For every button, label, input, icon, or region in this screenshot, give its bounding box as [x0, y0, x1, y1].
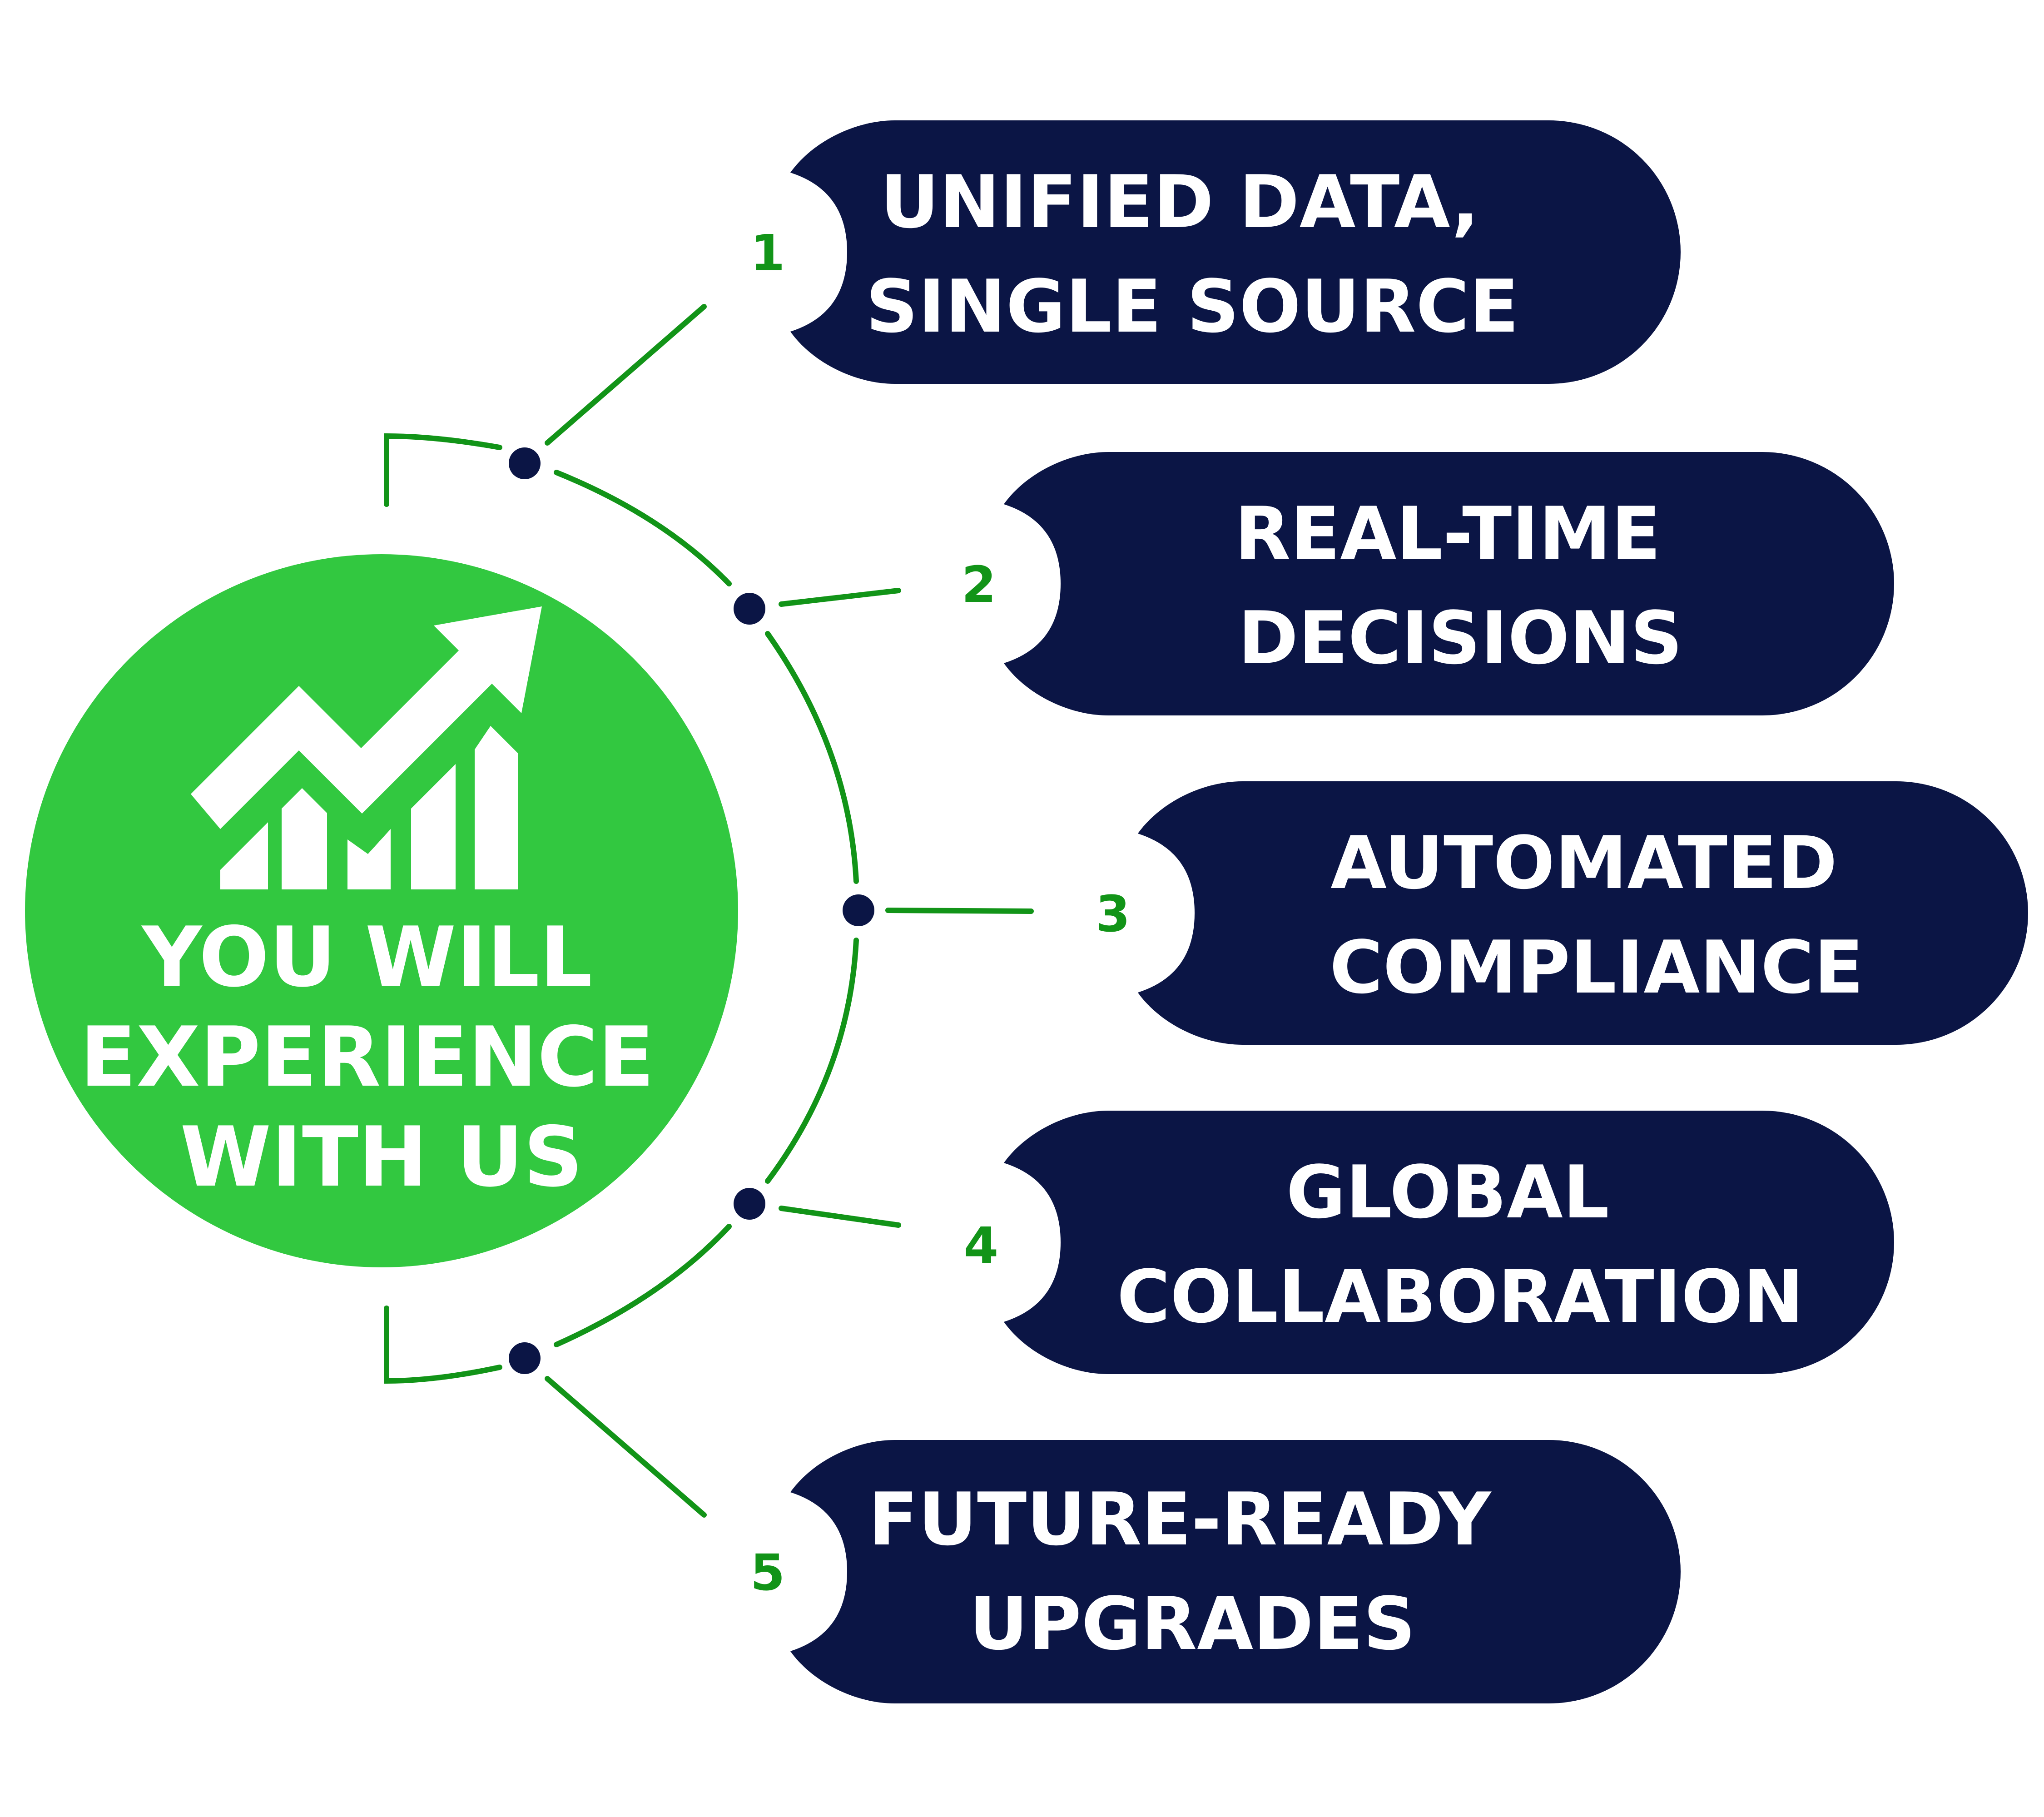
item-number: 1 — [750, 224, 785, 282]
arc-segment-1-2 — [554, 470, 732, 586]
item-label: UNIFIED DATA, SINGLE SOURCE — [866, 159, 1519, 349]
item-number: 5 — [750, 1544, 785, 1602]
arc-segment-4-5 — [554, 1224, 732, 1347]
dot-1 — [509, 447, 541, 479]
arc-segment-3-4 — [765, 938, 859, 1184]
item-number: 4 — [964, 1216, 999, 1275]
list-item: 5 FUTURE-READY UPGRADES — [750, 1440, 1681, 1703]
dot-4 — [734, 1188, 765, 1220]
item-label-line-2: DECISIONS — [1238, 596, 1683, 680]
dot-2 — [734, 593, 765, 625]
list-item: 4 GLOBAL COLLABORATION — [964, 1111, 1894, 1374]
connector-dots — [509, 447, 874, 1374]
item-label-line-1: UNIFIED DATA, — [880, 159, 1479, 244]
arc-top-bracket — [384, 433, 502, 507]
spoke-5 — [545, 1376, 707, 1518]
item-label-line-1: AUTOMATED — [1330, 820, 1837, 905]
center-title-line-2: EXPERIENCE — [80, 1009, 655, 1105]
list-item: 3 AUTOMATED COMPLIANCE — [1096, 781, 2028, 1045]
growth-chart-icon — [191, 606, 542, 889]
spoke-2 — [779, 588, 901, 607]
connector-spokes — [545, 304, 1034, 1518]
center-circle — [25, 554, 738, 1267]
item-label-line-2: COLLABORATION — [1117, 1254, 1804, 1339]
center-title-line-1: YOU WILL — [141, 909, 593, 1005]
item-label: FUTURE-READY UPGRADES — [868, 1477, 1516, 1666]
spoke-3 — [885, 908, 1034, 914]
spoke-1 — [545, 304, 707, 446]
item-pill — [1004, 452, 1894, 715]
item-label: REAL-TIME DECISIONS — [1235, 491, 1686, 680]
arc-segment-2-3 — [765, 631, 859, 884]
item-label-line-1: REAL-TIME — [1235, 491, 1661, 576]
item-pill — [790, 120, 1681, 384]
item-pill — [1138, 781, 2028, 1045]
list-item: 2 REAL-TIME DECISIONS — [962, 452, 1894, 715]
arc-bottom-bracket — [384, 1306, 502, 1384]
item-pill — [790, 1440, 1681, 1703]
list-item: 1 UNIFIED DATA, SINGLE SOURCE — [750, 120, 1681, 384]
dot-5 — [509, 1342, 541, 1374]
item-number: 3 — [1096, 885, 1131, 943]
item-label: AUTOMATED COMPLIANCE — [1330, 820, 1864, 1010]
center-title: YOU WILL EXPERIENCE WITH US — [80, 909, 683, 1205]
center-title-line-3: WITH US — [180, 1109, 583, 1205]
item-label-line-2: UPGRADES — [969, 1581, 1416, 1666]
dot-3 — [843, 894, 874, 926]
item-label-line-2: SINGLE SOURCE — [866, 264, 1519, 349]
spoke-4 — [779, 1206, 901, 1228]
item-label-line-1: GLOBAL — [1286, 1150, 1609, 1235]
item-number: 2 — [962, 556, 997, 614]
item-label-line-1: FUTURE-READY — [868, 1477, 1492, 1562]
item-label-line-2: COMPLIANCE — [1330, 925, 1864, 1010]
item-pill — [1004, 1111, 1894, 1374]
item-label: GLOBAL COLLABORATION — [1117, 1150, 1804, 1339]
connector-arcs — [384, 433, 859, 1384]
